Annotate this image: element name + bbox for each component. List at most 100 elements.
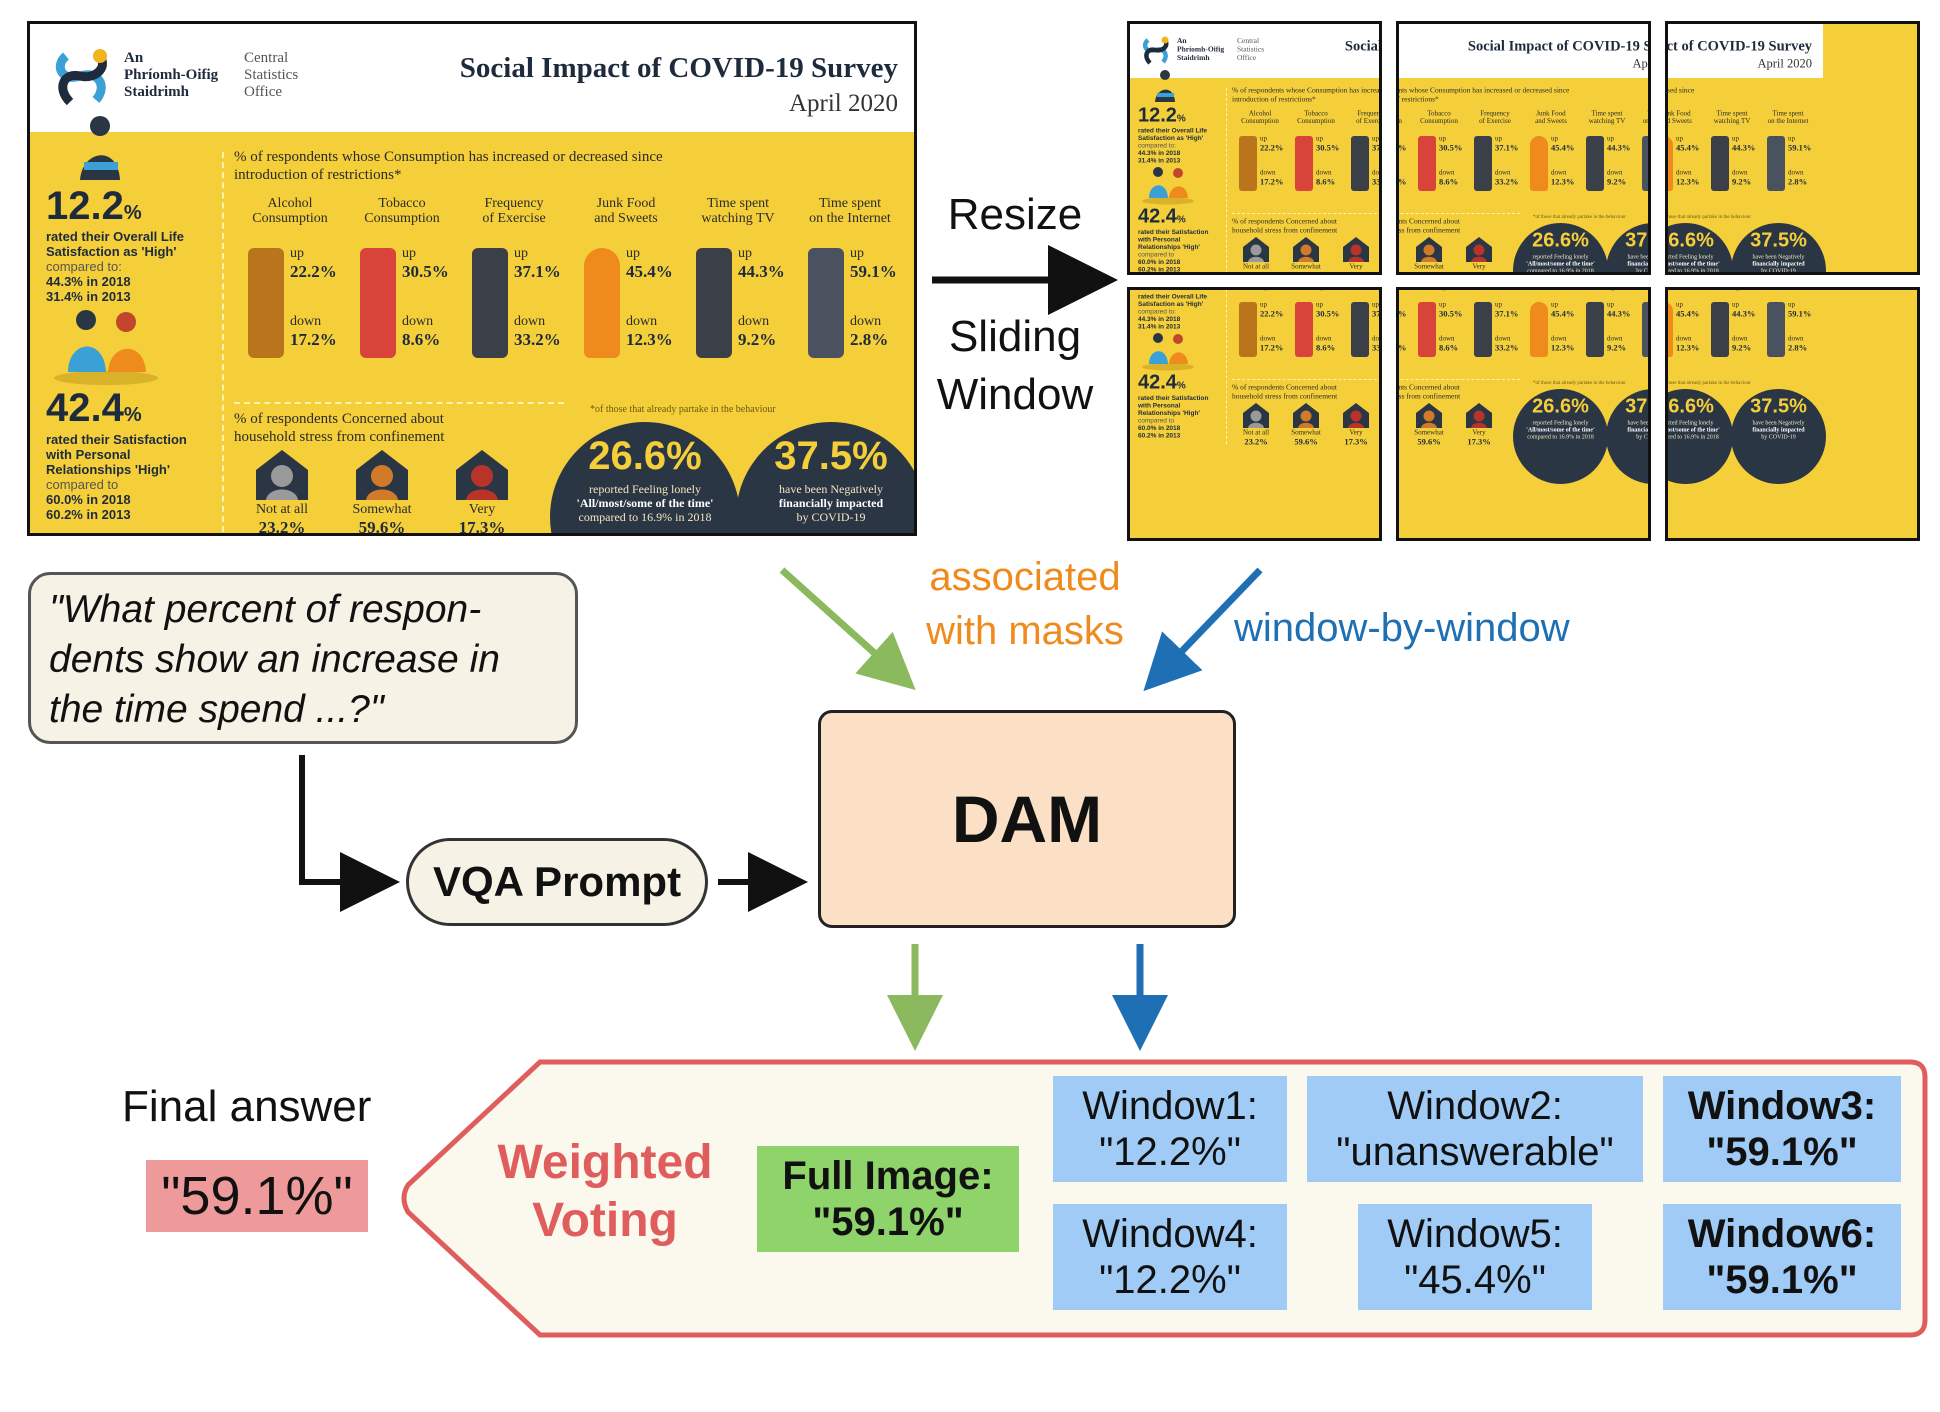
label-line: on the Internet	[1642, 117, 1650, 126]
logo-irish-text: An Phríomh-Oifig Staidrimh	[1177, 37, 1224, 63]
infographic-title: Social Impact of COVID-19 Survey	[1344, 38, 1382, 54]
stress-value: 59.6%	[1294, 437, 1318, 447]
label-line: watching TV	[701, 211, 775, 226]
window5-answer: Window5: "45.4%"	[1358, 1204, 1592, 1310]
up-word: up	[1732, 301, 1739, 309]
up-word: up	[1260, 301, 1267, 309]
caption-line: compared to 16.9% in 2018	[1665, 433, 1719, 440]
caption-line: by COVID-19	[1636, 433, 1648, 440]
down-value: 17.2%	[1260, 343, 1284, 353]
up-word: up	[1372, 301, 1379, 309]
lonely-value: 26.6%	[1532, 395, 1589, 417]
category-item-icon	[1530, 302, 1548, 357]
caption-line: rated their Satisfaction	[1138, 394, 1209, 402]
down-word: down	[1676, 169, 1692, 177]
answer-value: "59.1%"	[1706, 1130, 1858, 1174]
up-word: up	[1439, 301, 1446, 309]
label-line: and Sweets	[594, 211, 658, 226]
associated-with-masks-label: associated with masks	[900, 550, 1150, 658]
logo-english-line: Central	[1237, 37, 1260, 45]
question-to-prompt-arrow	[299, 755, 400, 912]
house-person-icon	[1343, 403, 1369, 428]
up-word: up	[1788, 135, 1795, 143]
up-value: 30.5%	[1439, 143, 1463, 153]
stress-label: Very	[468, 502, 496, 517]
consumption-heading: % of respondents whose Consumption has i…	[234, 148, 663, 184]
category-item-icon	[1239, 302, 1257, 357]
lonely-value: 26.6%	[1668, 395, 1714, 417]
stress-heading: % of respondents Concerned about househo…	[1399, 217, 1460, 235]
stress-value: 17.3%	[1344, 437, 1368, 447]
label-line: of Exercise	[1356, 117, 1382, 126]
stress-value: 23.2%	[258, 518, 306, 536]
financial-circle	[1731, 389, 1826, 484]
stress-value: 17.3%	[1336, 271, 1376, 272]
footnote: *of those that already partake in the be…	[590, 404, 776, 415]
down-value: 12.3%	[1676, 177, 1700, 187]
caption-line: 60.0% in 2018	[1138, 258, 1181, 266]
caption-line: with Personal	[1138, 235, 1181, 244]
relationships-unit: %	[1176, 380, 1186, 391]
house-person-icon	[1416, 237, 1442, 262]
caption-line: 31.4% in 2013	[46, 289, 131, 304]
stress-value: 59.6%	[1409, 271, 1449, 272]
caption-line: 'All/most/some of the time'	[1526, 260, 1595, 267]
caption-line: 44.3% in 2018	[46, 274, 131, 289]
label-line: Consumption	[1420, 287, 1458, 291]
footnote: *of those that already partake in the be…	[1665, 380, 1751, 386]
label-line: on the Internet	[1767, 117, 1809, 126]
lonely-caption: reported Feeling lonely 'All/most/some o…	[1513, 419, 1608, 440]
down-word: down	[514, 314, 546, 329]
down-value: 9.2%	[1732, 343, 1752, 353]
life-satisfaction-value: 12.2	[46, 184, 124, 228]
down-word: down	[850, 314, 882, 329]
vqa-prompt-box: VQA Prompt	[406, 838, 708, 926]
label-line: Time spent	[1716, 110, 1748, 118]
relationships-stat: 42.4%	[1138, 205, 1186, 228]
down-value: 2.8%	[1788, 343, 1808, 353]
logo-english-text: Central Statistics Office	[244, 50, 298, 101]
stress-label: Not at all	[1242, 429, 1270, 437]
logo-english-line: Office	[244, 84, 283, 100]
label-line: Voting	[532, 1194, 678, 1247]
label-line: Consumption	[1297, 287, 1335, 291]
logo-irish-line: Phríomh-Oifig	[1177, 45, 1225, 54]
infographic-title: Social Impact of COVID-19 Survey	[459, 52, 898, 84]
financial-value: 37.5%	[774, 434, 888, 478]
up-value: 37.1%	[514, 262, 561, 281]
answer-label: Window5:	[1387, 1212, 1563, 1256]
couple-sitting-icon	[1142, 333, 1194, 371]
window4-answer: Window4: "12.2%"	[1053, 1204, 1287, 1310]
caption-line: compared to 16.9% in 2018	[1527, 267, 1594, 274]
heading-line: % of respondents Concerned about	[1232, 383, 1337, 392]
up-word: up	[1788, 301, 1795, 309]
caption-line: Relationships 'High'	[46, 462, 170, 477]
heading-line: household stress from confinement	[1232, 226, 1338, 235]
category-item-icon	[1668, 302, 1673, 357]
window2-answer: Window2: "unanswerable"	[1307, 1076, 1643, 1182]
logo-irish-line: An	[124, 50, 144, 66]
caption-line: have been Negatively	[1752, 419, 1805, 426]
down-word: down	[1732, 169, 1748, 177]
down-word: down	[1495, 169, 1511, 177]
up-word: up	[1607, 135, 1614, 143]
label-line: Consumption	[1398, 117, 1402, 126]
infographic-title: Social Impact of COVID-19 Survey	[1467, 38, 1651, 54]
couple-sitting-icon	[1142, 167, 1194, 205]
heading-line: introduction of restrictions*	[1397, 95, 1439, 104]
down-word: down	[1788, 169, 1804, 177]
window-tile-1: An Phríomh-Oifig Staidrimh Central Stati…	[1127, 21, 1382, 275]
